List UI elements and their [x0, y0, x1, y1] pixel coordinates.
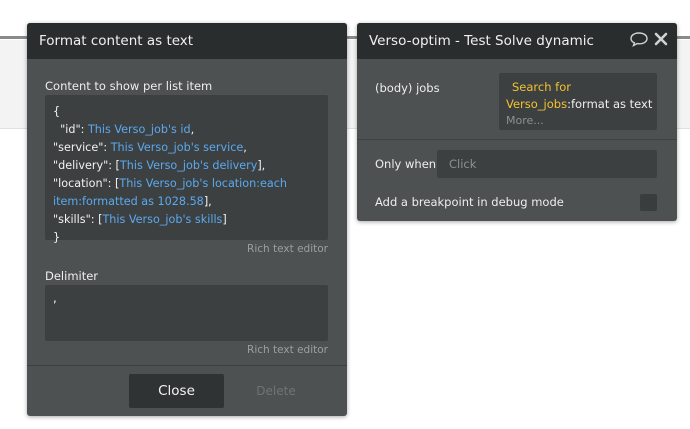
dynamic-expression-token[interactable]: This Verso_job's delivery	[119, 159, 258, 172]
panel-title: Verso-optim - Test Solve dynamic	[357, 23, 677, 59]
code-line: {	[53, 103, 287, 121]
code-line: item:formatted as 1028.58],	[53, 193, 287, 211]
code-line: "skills": [This Verso_job's skills]	[53, 211, 287, 229]
code-text: ,	[190, 123, 195, 136]
code-line: "delivery": [This Verso_job's delivery],	[53, 157, 287, 175]
panel-footer: Close Delete	[27, 365, 347, 416]
dynamic-expression-token[interactable]: This Verso_job's location:each	[119, 177, 287, 190]
expression-operator[interactable]: :format as text	[567, 97, 653, 111]
close-icon[interactable]	[653, 31, 669, 51]
code-text: ,	[243, 141, 247, 154]
expression-source-operator[interactable]: Verso_jobs:format as text	[506, 97, 652, 111]
dynamic-expression-field[interactable]: Search for Verso_jobs:format as text Mor…	[499, 73, 657, 130]
code-line: }	[53, 229, 287, 247]
rich-text-editor-link-2[interactable]: Rich text editor	[247, 344, 328, 356]
expression-source[interactable]: Verso_jobs	[506, 97, 568, 111]
body-field-label: (body) jobs	[375, 81, 440, 95]
content-editor[interactable]: { "id": This Verso_job's id,"service": T…	[45, 95, 328, 244]
code-text: {	[53, 105, 61, 118]
rich-text-editor-link[interactable]: Rich text editor	[247, 243, 328, 255]
row-divider	[357, 139, 677, 140]
code-line: "location": [This Verso_job's location:e…	[53, 175, 287, 193]
close-button[interactable]: Close	[129, 374, 224, 408]
panel-title: Format content as text	[27, 23, 347, 59]
more-link[interactable]: More...	[506, 114, 544, 127]
code-text: "skills": [	[53, 213, 103, 226]
only-when-placeholder: Click	[449, 157, 477, 171]
code-line: "service": This Verso_job's service,	[53, 139, 287, 157]
delimiter-editor[interactable]: ,	[45, 285, 328, 341]
expression-search-for[interactable]: Search for	[512, 80, 571, 94]
content-label: Content to show per list item	[45, 79, 213, 93]
code-text: ],	[203, 195, 212, 208]
code-text: "service":	[53, 141, 111, 154]
dynamic-expression-token[interactable]: This Verso_job's skills	[102, 213, 223, 226]
code-text: ],	[257, 159, 266, 172]
code-text: "delivery": [	[53, 159, 120, 172]
code-text: "id":	[53, 123, 88, 136]
comment-icon[interactable]	[629, 30, 649, 52]
format-content-panel: Format content as text Content to show p…	[27, 23, 347, 416]
code-text: "location": [	[53, 177, 120, 190]
dynamic-expression-token[interactable]: This Verso_job's id	[87, 123, 191, 136]
only-when-label: Only when	[375, 157, 437, 171]
delimiter-value: ,	[53, 291, 57, 305]
dynamic-expression-token[interactable]: This Verso_job's service	[110, 141, 244, 154]
dynamic-expression-panel: Verso-optim - Test Solve dynamic (body) …	[357, 23, 677, 221]
dynamic-expression-token[interactable]: item:formatted as 1028.58	[53, 195, 204, 208]
content-code: { "id": This Verso_job's id,"service": T…	[53, 103, 287, 247]
breakpoint-label: Add a breakpoint in debug mode	[375, 195, 564, 209]
only-when-field[interactable]: Click	[437, 150, 657, 178]
code-text: ]	[222, 213, 227, 226]
code-text: }	[53, 231, 61, 244]
code-line: "id": This Verso_job's id,	[53, 121, 287, 139]
delete-button[interactable]: Delete	[256, 384, 296, 398]
breakpoint-checkbox[interactable]	[640, 194, 657, 211]
delimiter-label: Delimiter	[45, 269, 99, 283]
